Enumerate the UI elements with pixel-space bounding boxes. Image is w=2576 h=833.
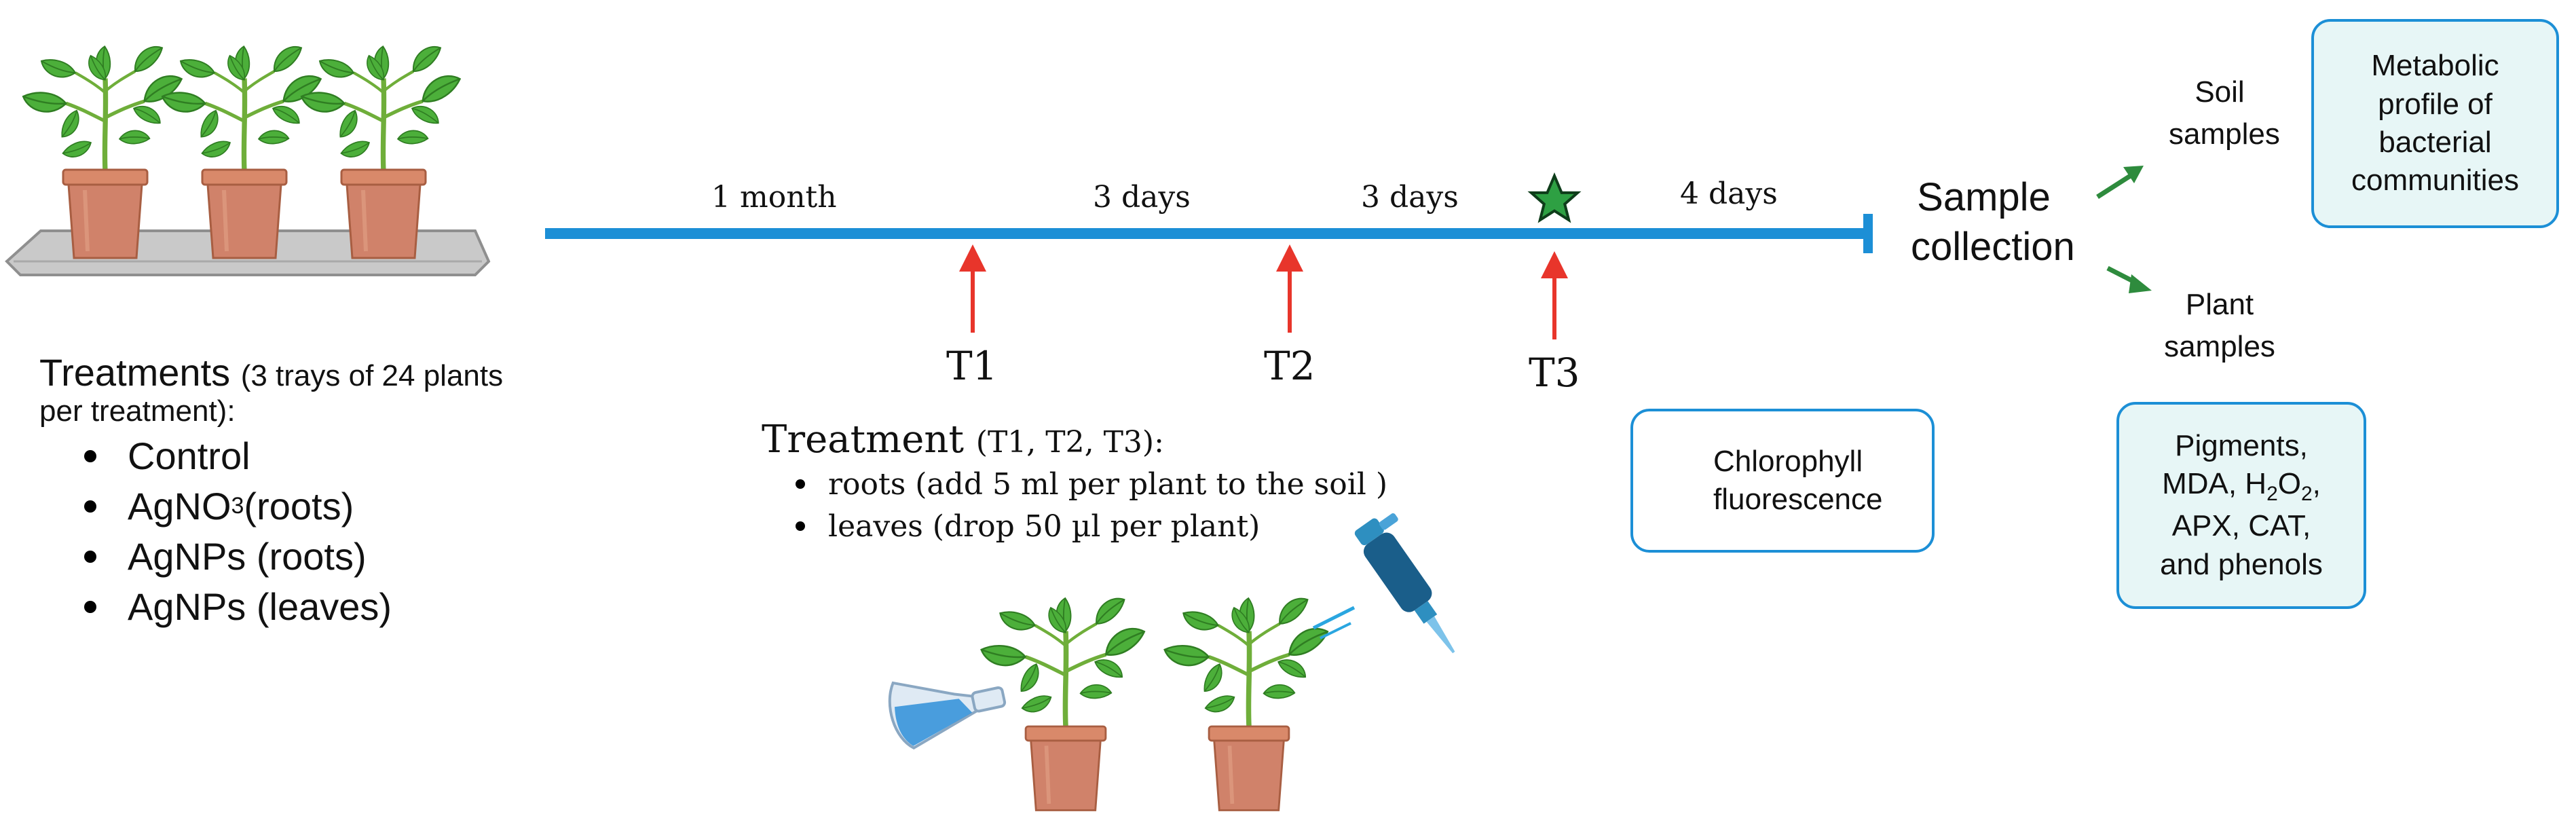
drop-icon xyxy=(1312,606,1356,640)
list-item: roots (add 5 ml per plant to the soil ) xyxy=(796,463,1440,505)
left-treatments-subtitle-1: (3 trays of 24 plants xyxy=(240,359,504,392)
list-item: AgNPs (roots) xyxy=(84,532,582,582)
chlorophyll-line-2: fluorescence xyxy=(1713,483,1883,516)
bullet-icon xyxy=(84,500,96,513)
segment-label-3: 3 days xyxy=(1361,180,1459,215)
marker-t1: T1 xyxy=(946,343,998,389)
tomato-plant-icon xyxy=(20,42,464,258)
pigments-box: Pigments, MDA, H2O2, APX, CAT, and pheno… xyxy=(2116,402,2366,609)
segment-label-2: 3 days xyxy=(1093,180,1191,215)
pipette-icon xyxy=(1354,513,1455,654)
plant-samples-label: Plant samples xyxy=(2164,288,2275,364)
bullet-icon xyxy=(796,479,805,489)
mid-treatment-subtitle: (T1, T2, T3): xyxy=(975,425,1164,460)
soil-samples-label: Soil samples xyxy=(2169,75,2280,151)
chlorophyll-box: Chlorophyll fluorescence xyxy=(1630,409,1935,553)
tomato-plant-icon xyxy=(979,594,1332,811)
arrow-up-icon xyxy=(959,244,1568,339)
branch-arrow-plant xyxy=(2106,265,2152,293)
chlorophyll-line-1: Chlorophyll xyxy=(1713,444,1863,478)
marker-t2: T2 xyxy=(1264,343,1315,389)
bullet-icon xyxy=(796,521,805,531)
list-item: AgNPs (leaves) xyxy=(84,582,582,632)
branch-arrow-soil xyxy=(2096,166,2144,199)
flask-icon xyxy=(888,681,1007,749)
bullet-icon xyxy=(84,449,96,462)
left-treatments: Treatments (3 trays of 24 plants per tre… xyxy=(39,351,582,632)
mid-treatment-title: Treatment xyxy=(762,418,964,462)
segment-label-1: 1 month xyxy=(711,180,837,215)
left-treatments-title: Treatments xyxy=(39,351,231,394)
list-item: Control xyxy=(84,431,582,481)
star-icon xyxy=(1527,172,1582,223)
marker-t3: T3 xyxy=(1529,350,1580,396)
mid-treatment: Treatment (T1, T2, T3): roots (add 5 ml … xyxy=(762,418,1440,547)
left-treatments-subtitle-2: per treatment): xyxy=(39,394,236,428)
list-item: leaves (drop 50 µl per plant) xyxy=(796,505,1440,547)
bullet-icon xyxy=(84,600,96,613)
bullet-icon xyxy=(84,550,96,563)
sample-collection-label: Sample collection xyxy=(1911,175,2075,269)
metabolic-box: Metabolic profile of bacterial communiti… xyxy=(2311,19,2559,228)
segment-label-4: 4 days xyxy=(1680,177,1778,211)
